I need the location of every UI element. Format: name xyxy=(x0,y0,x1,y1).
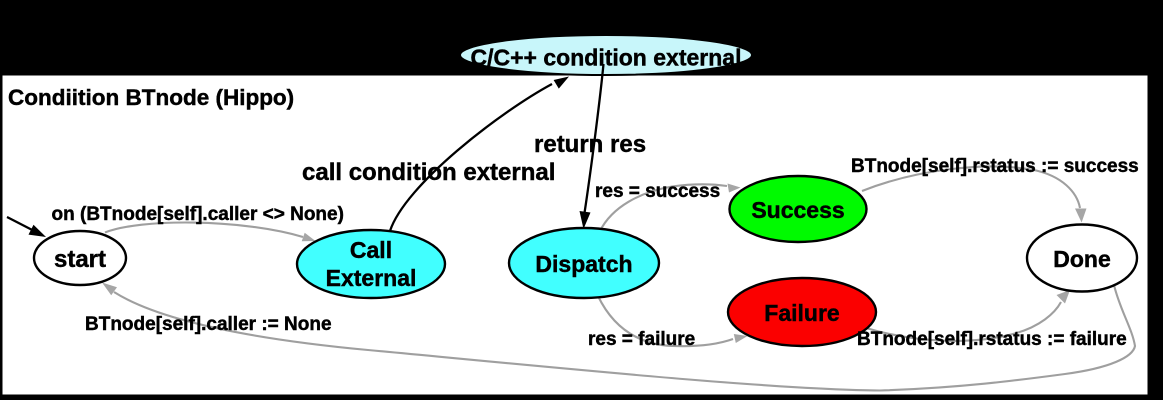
svg-text:BTnode[self].rstatus := failur: BTnode[self].rstatus := failure xyxy=(857,329,1127,350)
svg-text:Dispatch: Dispatch xyxy=(535,251,632,277)
svg-text:on (BTnode[self].caller <> Non: on (BTnode[self].caller <> None) xyxy=(52,204,344,225)
svg-text:Condiition BTnode (Hippo): Condiition BTnode (Hippo) xyxy=(8,85,294,110)
svg-text:External: External xyxy=(326,265,417,291)
svg-text:Call: Call xyxy=(350,237,392,263)
svg-text:call condition external: call condition external xyxy=(302,159,555,186)
svg-text:start: start xyxy=(54,246,106,273)
svg-text:C/C++ condition external: C/C++ condition external xyxy=(471,45,742,71)
svg-text:Failure: Failure xyxy=(764,300,839,326)
svg-text:Success: Success xyxy=(751,197,844,223)
svg-text:BTnode[self].caller := None: BTnode[self].caller := None xyxy=(85,314,332,335)
svg-text:BTnode[self].rstatus := succes: BTnode[self].rstatus := success xyxy=(851,156,1139,177)
svg-text:res = failure: res = failure xyxy=(588,329,695,350)
svg-text:Done: Done xyxy=(1053,246,1111,272)
svg-text:return res: return res xyxy=(534,131,646,158)
svg-text:res = success: res = success xyxy=(595,181,720,202)
